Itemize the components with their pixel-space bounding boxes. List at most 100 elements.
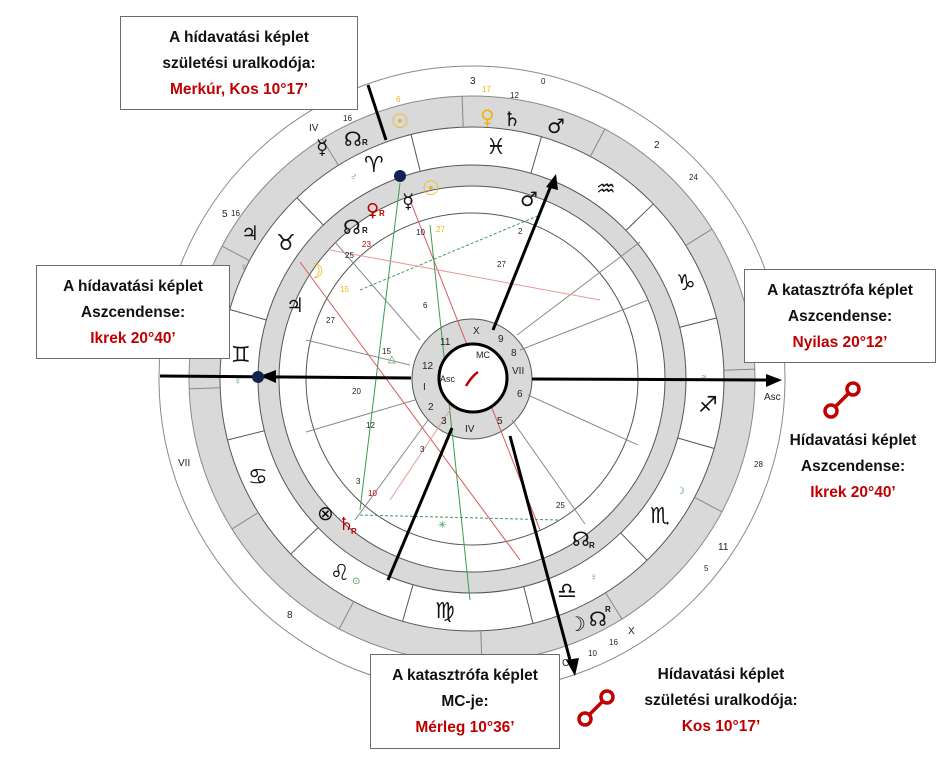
callout-line: MC-je:	[441, 693, 489, 710]
outer-degree-labels: 0 24 16 16 28 5 16 10 12 17 6	[231, 77, 763, 658]
minor-marker: ⊙	[352, 576, 360, 587]
callout-birth-ruler: A hídavatási képlet születési uralkodója…	[120, 16, 358, 110]
jupiter-icon: ♃	[286, 293, 304, 317]
annotation-value: Ikrek 20°40’	[810, 484, 896, 501]
zodiac-dividers	[227, 134, 717, 624]
callout-value: Nyilas 20°12’	[792, 334, 888, 351]
outer-degree: 12	[510, 91, 519, 100]
annotation-birth-ascendant: Hídavatási képlet Aszcendense: Ikrek 20°…	[768, 428, 938, 506]
callout-value: Merkúr, Kos 10°17’	[169, 81, 309, 98]
moon-icon: ☽	[568, 612, 586, 636]
inner-degree: 3	[356, 477, 361, 486]
outer-house-label: IV	[309, 123, 319, 134]
outer-planets: ☊ ☿ ♃ ♄ ♂ ⊗ ☊ ☽ ☊ ♂ ☿ ☊ ♃	[241, 107, 607, 636]
venus-icon: ♀	[480, 105, 495, 129]
arrowhead-down	[566, 658, 579, 676]
annotation-value: Kos 10°17’	[681, 718, 761, 735]
house-number: 3	[441, 416, 447, 427]
inner-degree: 15	[382, 347, 391, 356]
outer-degree: 28	[754, 460, 763, 469]
mars-icon: ♂	[520, 187, 538, 211]
link-icon	[823, 381, 861, 419]
retro-icon: R	[379, 209, 385, 218]
retro-icon: R	[351, 527, 357, 536]
retro-icon: R	[605, 605, 611, 614]
callout-line: Aszcendense:	[80, 304, 186, 321]
cancer-icon: ♋	[248, 465, 268, 490]
outer-house-label: 11	[718, 542, 729, 553]
outer-degree: 16	[343, 114, 352, 123]
inner-house-numbers: 9 X 11 12 I 2 3 IV 5 6 VII 8	[422, 326, 524, 435]
callout-value: Mérleg 10°36’	[415, 719, 515, 736]
outer-degree: 17	[482, 85, 491, 94]
moon-icon: ☽	[306, 259, 324, 283]
arrowhead-right	[766, 374, 782, 387]
sagittarius-icon: ♐	[698, 393, 718, 418]
house-number: 5	[497, 416, 503, 427]
red-planets: ♀ ♄	[338, 200, 379, 535]
retro-icon: R	[362, 226, 368, 235]
inner-degree: 27	[497, 260, 506, 269]
outer-degree: 6	[396, 95, 401, 104]
annotation-line: Hídavatási képlet	[657, 666, 785, 683]
callout-birth-ascendant: A hídavatási képlet Aszcendense: Ikrek 2…	[36, 265, 230, 359]
node-icon: ☊	[589, 607, 607, 631]
venus-icon: ♀	[366, 200, 379, 221]
house-number: 2	[428, 402, 434, 413]
minor-marker: ♀	[234, 376, 242, 387]
asc-axis-arrow-right	[531, 377, 773, 382]
inner-degree: 27	[326, 316, 335, 325]
house-number: 8	[511, 348, 517, 359]
callout-disaster-mc: A katasztrófa képlet MC-je: Mérleg 10°36…	[370, 654, 560, 749]
retrograde-markers: R R R R	[362, 138, 611, 614]
minor-marker: ♂	[350, 172, 358, 183]
outer-degree: 16	[231, 209, 240, 218]
callout-line: születési uralkodója:	[162, 55, 316, 72]
aquarius-icon: ♒	[596, 177, 616, 202]
callout-value: Ikrek 20°40’	[90, 330, 176, 347]
inner-degree: 27	[436, 225, 445, 234]
marker-asc-birth	[252, 371, 264, 383]
inner-degree: 15	[340, 285, 349, 294]
center-asc-label: Asc	[440, 374, 456, 384]
minor-marker: ☽	[676, 486, 685, 497]
node-icon: ☊	[572, 527, 590, 551]
house-number: 12	[422, 361, 434, 372]
house-number: 9	[498, 334, 504, 345]
link-icon	[577, 689, 615, 727]
minor-markers: ♂ ♀ ♀ ♃ ☽ ♀ ⊙ △ ✳	[234, 172, 708, 587]
arrowhead-asc	[260, 370, 276, 383]
inner-degree: 6	[423, 301, 428, 310]
minor-marker: ✳	[438, 520, 446, 531]
callout-line: A katasztrófa képlet	[767, 282, 913, 299]
scorpio-icon: ♏	[650, 504, 670, 529]
inner-degree: 25	[345, 251, 354, 260]
top-axis-line	[366, 84, 388, 141]
zodiac-signs: ♈ ♉ ♊ ♋ ♌ ♍ ♎ ♏ ♐ ♑ ♒ ♓	[231, 135, 718, 624]
virgo-icon: ♍	[435, 599, 455, 624]
node-icon: ☊	[343, 215, 361, 239]
callout-line: A hídavatási képlet	[169, 29, 309, 46]
pisces-icon: ♓	[486, 135, 506, 160]
house-number: 6	[517, 389, 523, 400]
inner-degree: 23	[362, 240, 371, 249]
red-retrograde-markers: R R	[351, 209, 385, 536]
house-number: I	[423, 382, 426, 393]
inner-degree: 25	[556, 501, 565, 510]
mc-axis-disaster	[508, 435, 572, 661]
callout-line: Aszcendense:	[787, 308, 893, 325]
outer-degree: 0	[541, 77, 546, 86]
callout-line: A hídavatási képlet	[63, 278, 203, 295]
inner-degree: 20	[352, 387, 361, 396]
outer-house-label: C	[562, 658, 569, 669]
minor-marker: ♀	[590, 572, 598, 583]
house-number: IV	[465, 424, 475, 435]
inner-degree: 2	[518, 227, 523, 236]
outer-house-label: X	[628, 626, 635, 637]
minor-marker: ♀	[240, 262, 248, 273]
inner-degree: 10	[416, 228, 425, 237]
fortune-icon: ⊗	[317, 501, 334, 525]
sun-icon: ☉	[391, 109, 409, 133]
outer-house-label: 8	[287, 610, 293, 621]
